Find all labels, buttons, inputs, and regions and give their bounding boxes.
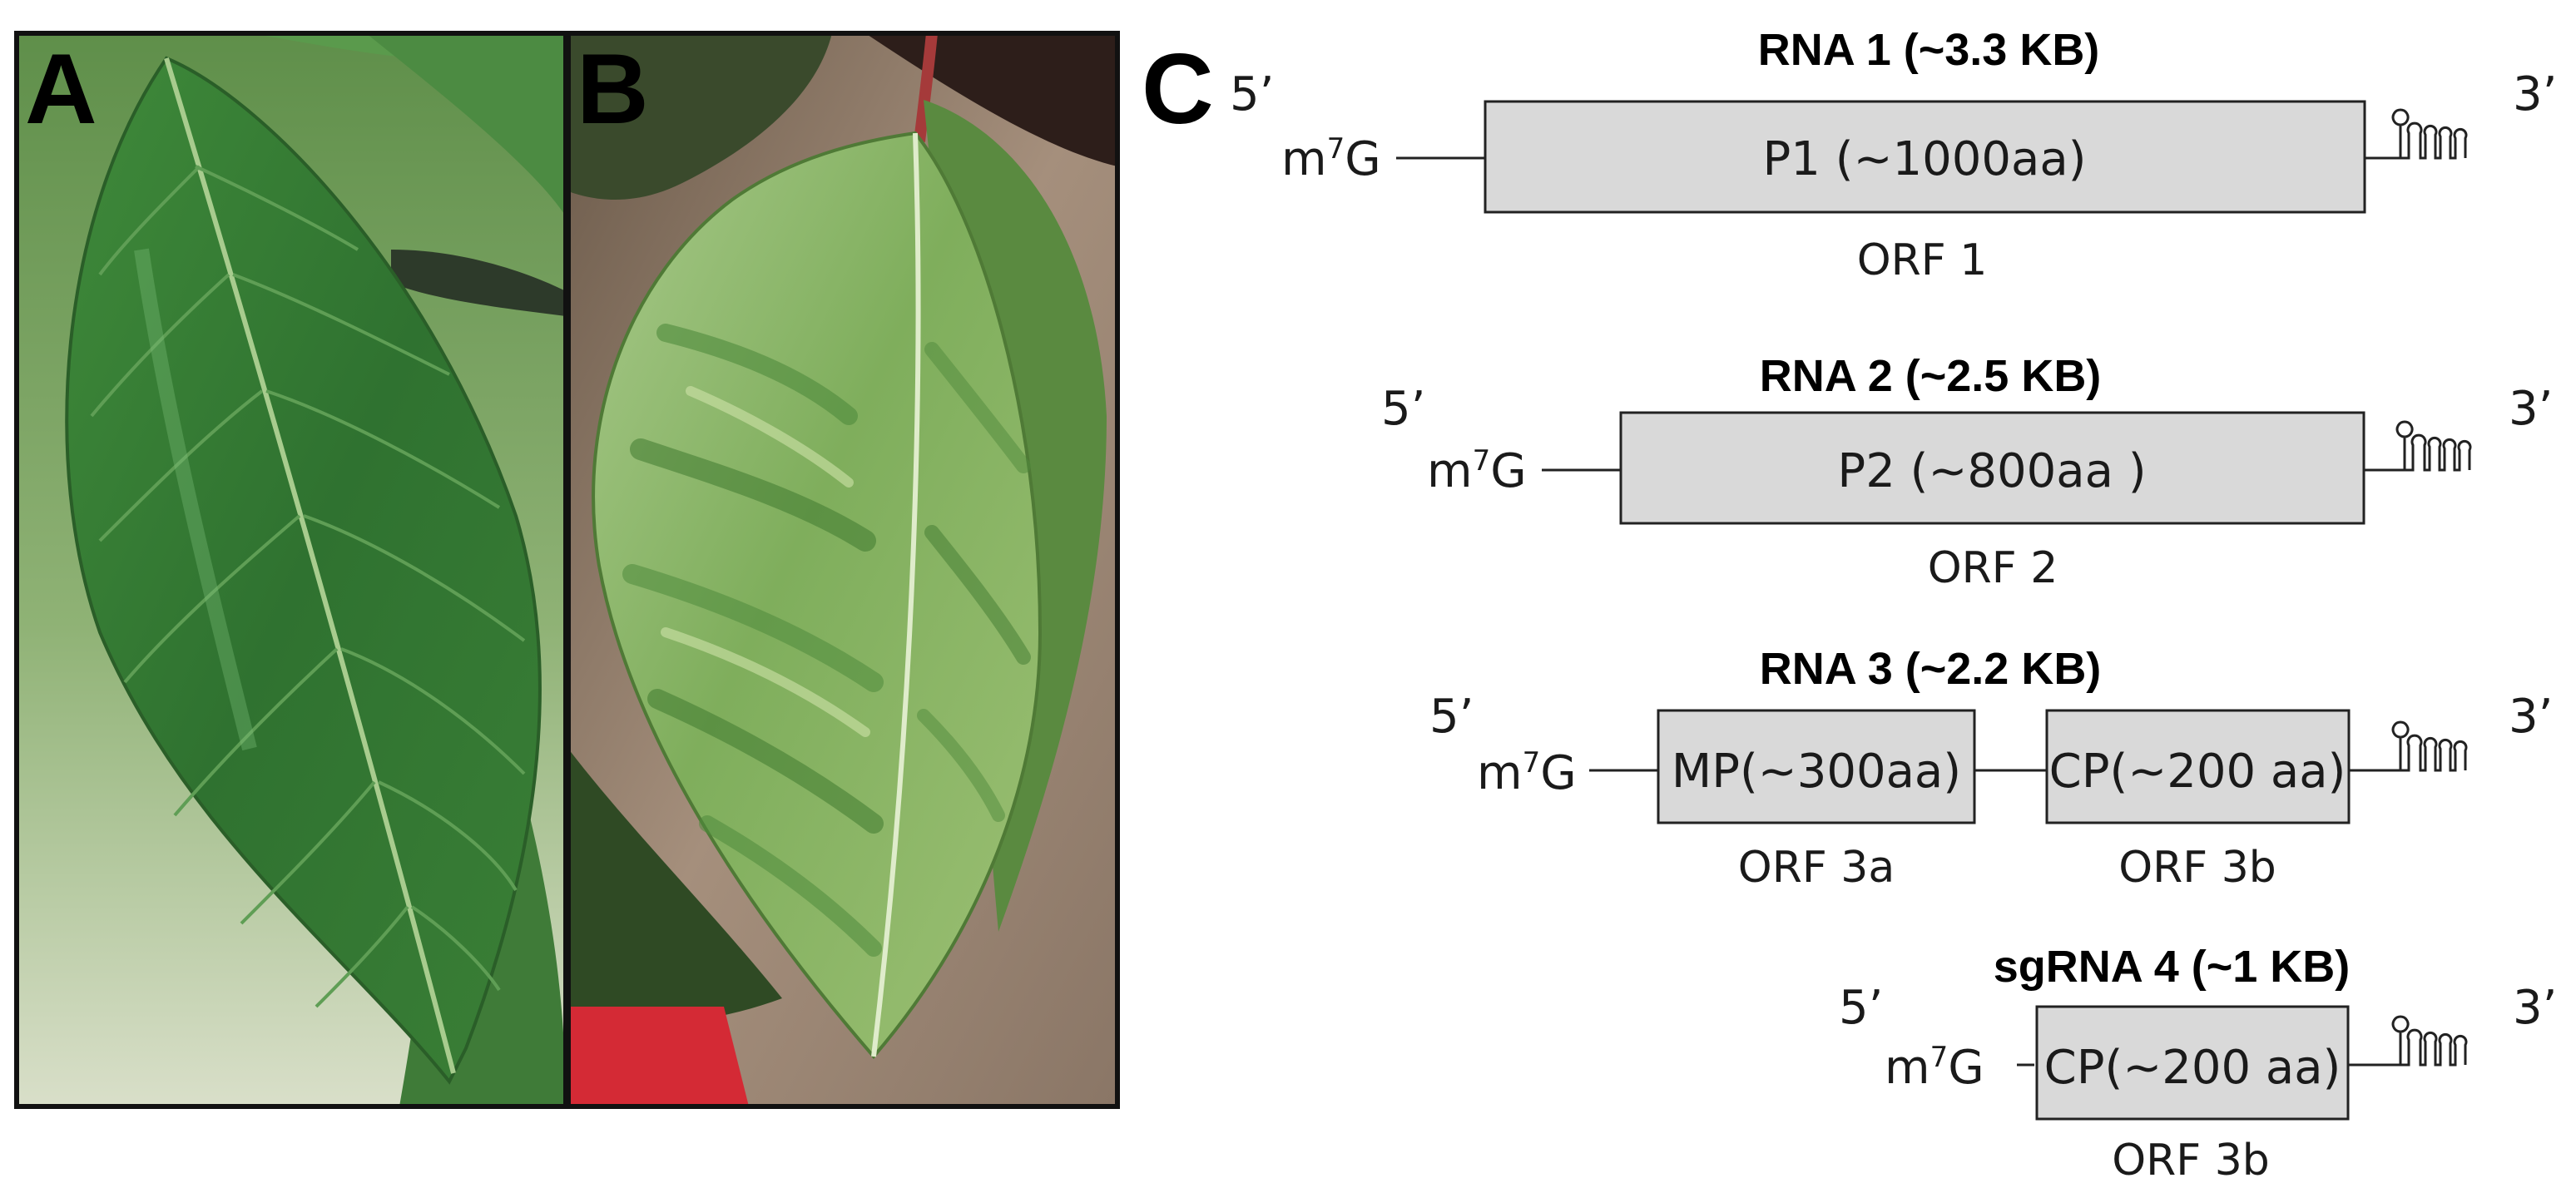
rna1-five-prime: 5’ bbox=[1230, 67, 1274, 121]
rna1-three-prime: 3’ bbox=[2513, 67, 2557, 121]
panel-c-label: C bbox=[1142, 33, 1214, 145]
rna3-stem-loops bbox=[2391, 720, 2468, 772]
panel-b-frame bbox=[566, 31, 1120, 1109]
rna1-cap: m7G bbox=[1281, 132, 1381, 186]
rna1-diagram: RNA 1 (~3.3 KB) 5’ m7G P1 (~1000aa) 3’ O… bbox=[1230, 25, 2557, 285]
rna2-three-prime: 3’ bbox=[2509, 382, 2553, 436]
sgrna4-orf: ORF 3b bbox=[2112, 1136, 2270, 1186]
rna2-cap: m7G bbox=[1427, 444, 1527, 498]
rna3-protein-b: CP(~200 aa) bbox=[2049, 745, 2346, 799]
rna1-title: RNA 1 (~3.3 KB) bbox=[1758, 25, 2100, 75]
rna3-cp-box bbox=[2045, 709, 2351, 824]
rna3-three-prime: 3’ bbox=[2509, 690, 2553, 744]
rna2-five-prime: 5’ bbox=[1381, 382, 1425, 436]
rna1-stem-loops bbox=[2391, 108, 2468, 160]
rna2-protein: P2 (~800aa ) bbox=[1837, 444, 2146, 498]
rna3-orf-b: ORF 3b bbox=[2118, 843, 2276, 893]
rna3-orf-a: ORF 3a bbox=[1738, 843, 1895, 893]
sgrna4-protein: CP(~200 aa) bbox=[2044, 1041, 2341, 1095]
sgrna4-cp-box bbox=[2035, 1005, 2350, 1121]
rna1-protein: P1 (~1000aa) bbox=[1763, 132, 2087, 186]
sgrna4-title: sgRNA 4 (~1 KB) bbox=[1994, 942, 2351, 992]
sgrna4-cap: m7G bbox=[1885, 1041, 1984, 1095]
sgrna4-three-prime: 3’ bbox=[2513, 981, 2557, 1035]
rna3-five-prime: 5’ bbox=[1429, 690, 1474, 744]
sgrna4-diagram: sgRNA 4 (~1 KB) 5’ m7G CP(~200 aa) 3’ OR… bbox=[1839, 942, 2557, 1186]
sgrna4-five-prime: 5’ bbox=[1839, 981, 1883, 1035]
rna2-p2-box bbox=[1619, 411, 2365, 525]
rna3-mp-box bbox=[1657, 709, 1976, 824]
rna3-diagram: RNA 3 (~2.2 KB) 5’ m7G MP(~300aa) CP(~20… bbox=[1429, 644, 2553, 893]
panel-b-photo bbox=[568, 33, 1117, 1106]
sgrna4-stem-loops bbox=[2391, 1015, 2468, 1067]
panel-a-photo bbox=[17, 33, 566, 1106]
panel-a-label: A bbox=[25, 33, 97, 145]
rna1-p1-box bbox=[1484, 100, 2366, 214]
rna2-title: RNA 2 (~2.5 KB) bbox=[1760, 351, 2102, 401]
rna2-stem-loops bbox=[2395, 420, 2472, 472]
rna3-protein-a: MP(~300aa) bbox=[1672, 745, 1961, 799]
rna1-orf: ORF 1 bbox=[1857, 235, 1988, 285]
rna2-orf: ORF 2 bbox=[1928, 543, 2058, 593]
rna3-cap: m7G bbox=[1477, 746, 1577, 800]
rna3-title: RNA 3 (~2.2 KB) bbox=[1760, 644, 2102, 694]
rna2-diagram: RNA 2 (~2.5 KB) 5’ m7G P2 (~800aa ) 3’ O… bbox=[1381, 351, 2553, 593]
panel-b-label: B bbox=[577, 33, 649, 145]
